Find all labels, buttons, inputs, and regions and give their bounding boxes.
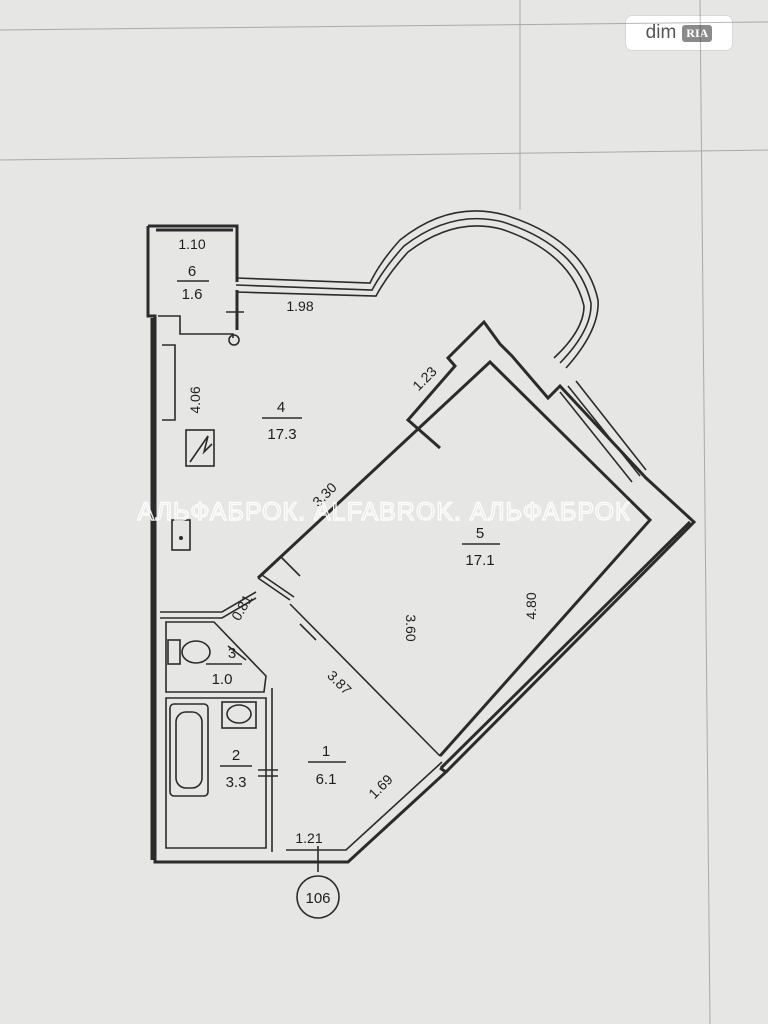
apartment-number: 106	[305, 890, 330, 907]
dim-1-69: 1.69	[365, 771, 396, 802]
room-2-number: 2	[232, 747, 240, 764]
dim-ria-logo: dim RIA	[626, 16, 732, 50]
room-4-number: 4	[277, 399, 285, 416]
room-2-area: 3.3	[226, 774, 247, 791]
outer-walls	[146, 224, 697, 864]
watermark-text: АЛЬФАБРОК. ALFABROK. АЛЬФАБРОК	[137, 498, 630, 526]
apartment-number-marker: 106	[296, 875, 340, 919]
stove-icon	[185, 429, 215, 467]
washbasin-icon	[221, 701, 257, 729]
room-1-number: 1	[322, 743, 330, 760]
room-4-area: 17.3	[267, 426, 296, 443]
balcony	[235, 210, 647, 483]
room-6-number: 6	[188, 263, 196, 280]
dim-3-60: 3.60	[403, 614, 419, 641]
bathtub-icon	[169, 703, 209, 797]
room-labels: 6 1.6 4 17.3 5 17.1 3 1.0 2 3.3 1 6.1	[177, 263, 500, 791]
room-5-number: 5	[476, 525, 484, 542]
partitions	[158, 290, 653, 872]
dim-1-21: 1.21	[295, 830, 322, 846]
dim-0-81: 0.81	[228, 592, 256, 624]
kitchen-sink-icon	[171, 519, 191, 551]
toilet-tank-icon	[167, 639, 181, 665]
room-3-number: 3	[228, 645, 236, 662]
logo-badge: RIA	[682, 24, 713, 42]
room-6-area: 1.6	[182, 286, 203, 303]
dim-1-98: 1.98	[286, 298, 313, 314]
dim-1-10: 1.10	[178, 236, 205, 252]
fixtures	[167, 429, 257, 797]
logo-word: dim	[645, 22, 677, 43]
dim-4-06: 4.06	[187, 386, 203, 413]
room-3-area: 1.0	[212, 671, 233, 688]
dim-3-87: 3.87	[324, 667, 355, 698]
dim-4-80: 4.80	[523, 592, 539, 619]
room-1-area: 6.1	[316, 771, 337, 788]
room-5-area: 17.1	[465, 552, 494, 569]
toilet-icon	[181, 640, 211, 664]
